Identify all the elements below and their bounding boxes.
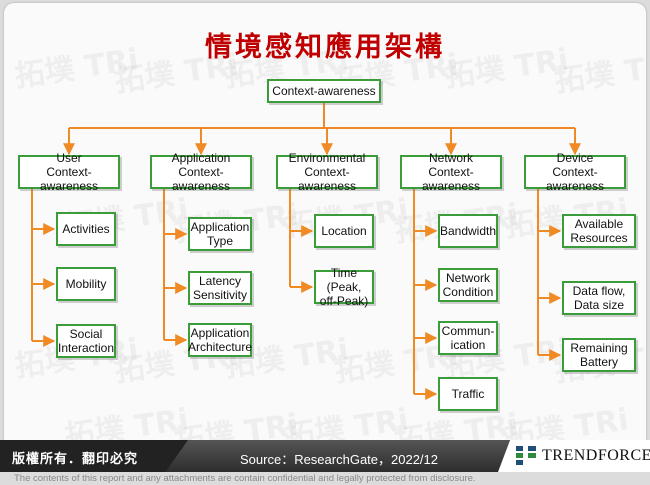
trendforce-logo-icon xyxy=(516,446,536,466)
footer-bar: 版權所有．翻印必究 Source：ResearchGate，2022/12 TR… xyxy=(0,440,650,472)
item-node: Data flow, Data size xyxy=(562,281,636,315)
item-node: Traffic xyxy=(438,377,498,411)
item-node: Available Resources xyxy=(562,214,636,248)
item-node: Remaining Battery xyxy=(562,338,636,372)
item-node: Social Interaction xyxy=(56,324,116,358)
item-node: Commun- ication xyxy=(438,321,498,355)
item-node: Application Architecture xyxy=(188,323,252,357)
item-node: Latency Sensitivity xyxy=(188,271,252,305)
category-node: Device Context-awareness xyxy=(524,151,626,193)
item-node: Activities xyxy=(56,212,116,246)
source-text: Source：ResearchGate，2022/12 xyxy=(240,452,439,467)
item-node: Bandwidth xyxy=(438,214,498,248)
item-node: Time (Peak, off-Peak) xyxy=(314,266,374,308)
disclaimer-text: The contents of this report and any atta… xyxy=(14,473,476,484)
brand-name: TRENDFORCE xyxy=(542,447,650,464)
brand-panel: TRENDFORCE xyxy=(498,440,650,472)
category-node: Network Context-awareness xyxy=(400,151,502,193)
item-node: Mobility xyxy=(56,267,116,301)
root-node: Context-awareness xyxy=(267,79,381,103)
category-node: Environmental Context-awareness xyxy=(276,151,378,193)
item-node: Network Condition xyxy=(438,268,498,302)
item-node: Location xyxy=(314,214,374,248)
copyright-text: 版權所有．翻印必究 xyxy=(12,452,139,467)
page-title: 情境感知應用架構 xyxy=(205,32,445,63)
category-node: Application Context-awareness xyxy=(150,151,252,193)
footer-left-panel xyxy=(0,440,188,472)
item-node: Application Type xyxy=(188,217,252,251)
category-node: User Context-awareness xyxy=(18,151,120,193)
